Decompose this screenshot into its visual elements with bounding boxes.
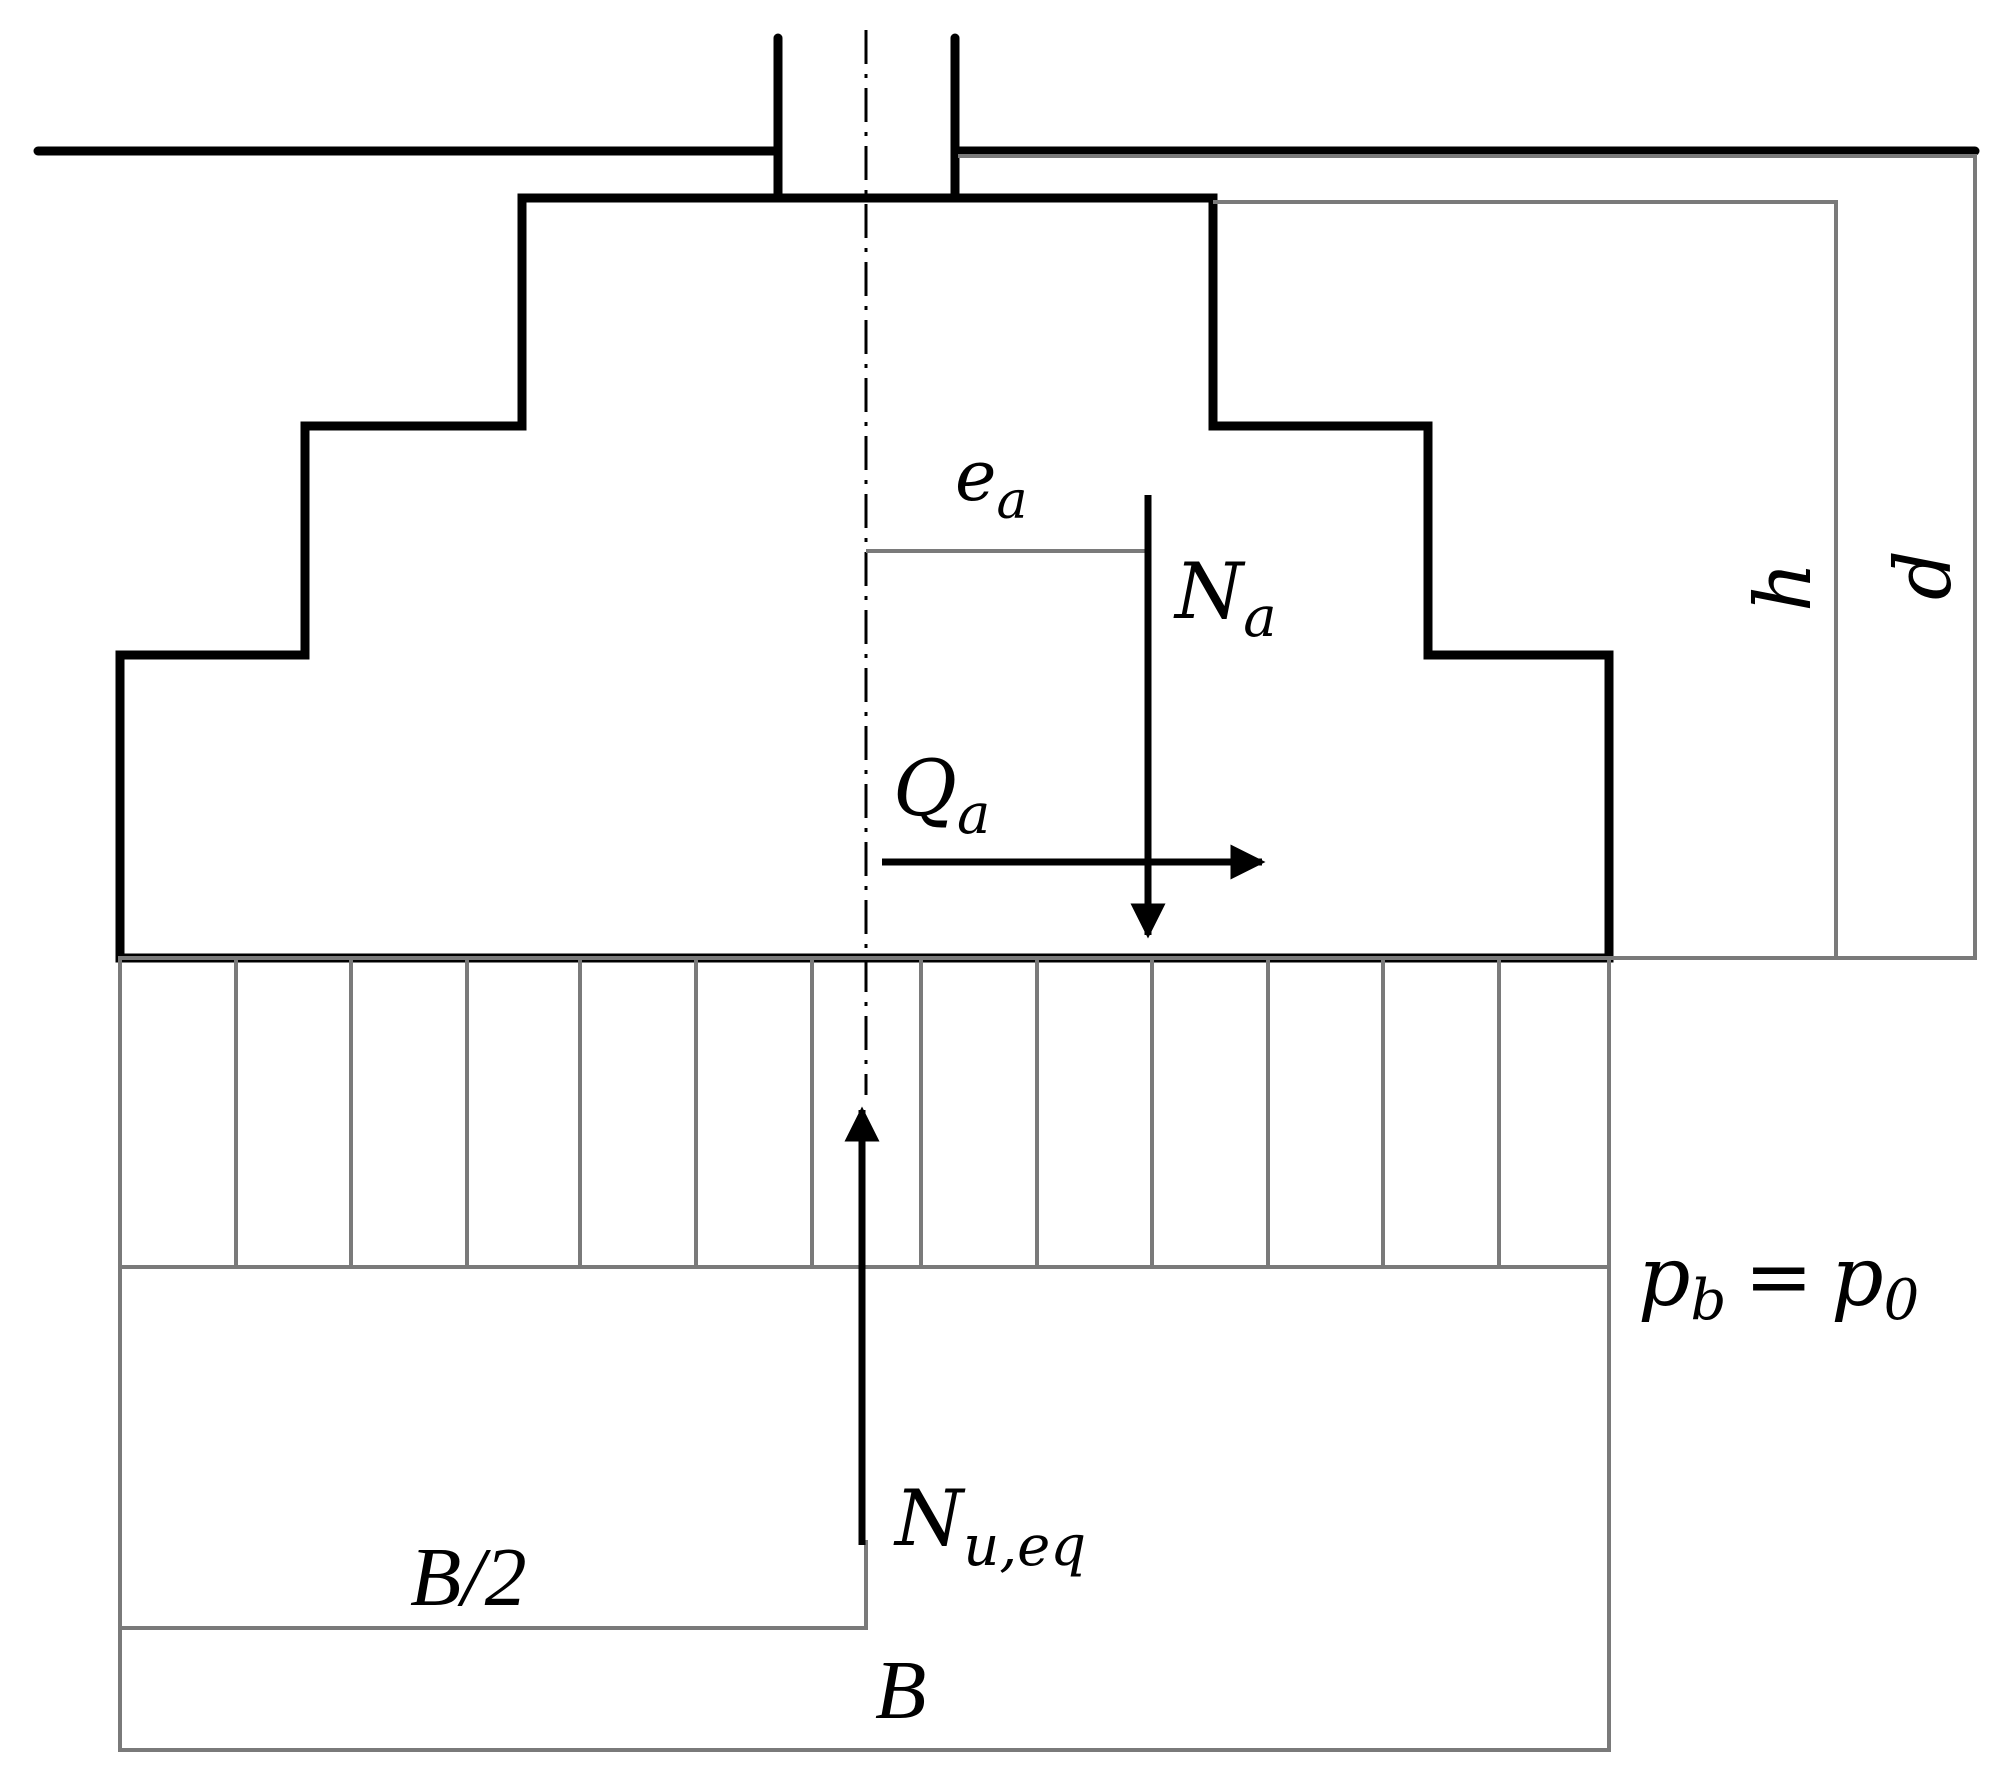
dimension-b-half xyxy=(118,1267,868,1630)
dimension-d xyxy=(958,154,1977,960)
dimension-b xyxy=(118,1267,1611,1752)
label-b: B xyxy=(875,1644,926,1737)
pressure-hatch-lines xyxy=(234,958,1501,1267)
label-p-b-eq-p0: pb=p0 xyxy=(1638,1230,1919,1333)
label-b-half: B/2 xyxy=(410,1531,527,1624)
label-n-u-eq: Nu,eq xyxy=(893,1474,1086,1579)
dimension-h xyxy=(1213,200,1838,960)
label-n-a: Na xyxy=(1173,547,1277,650)
label-h: h xyxy=(1739,562,1829,612)
label-q-a: Qa xyxy=(893,744,990,847)
label-d: d xyxy=(1879,550,1969,600)
label-e-a: ea xyxy=(955,435,1027,531)
